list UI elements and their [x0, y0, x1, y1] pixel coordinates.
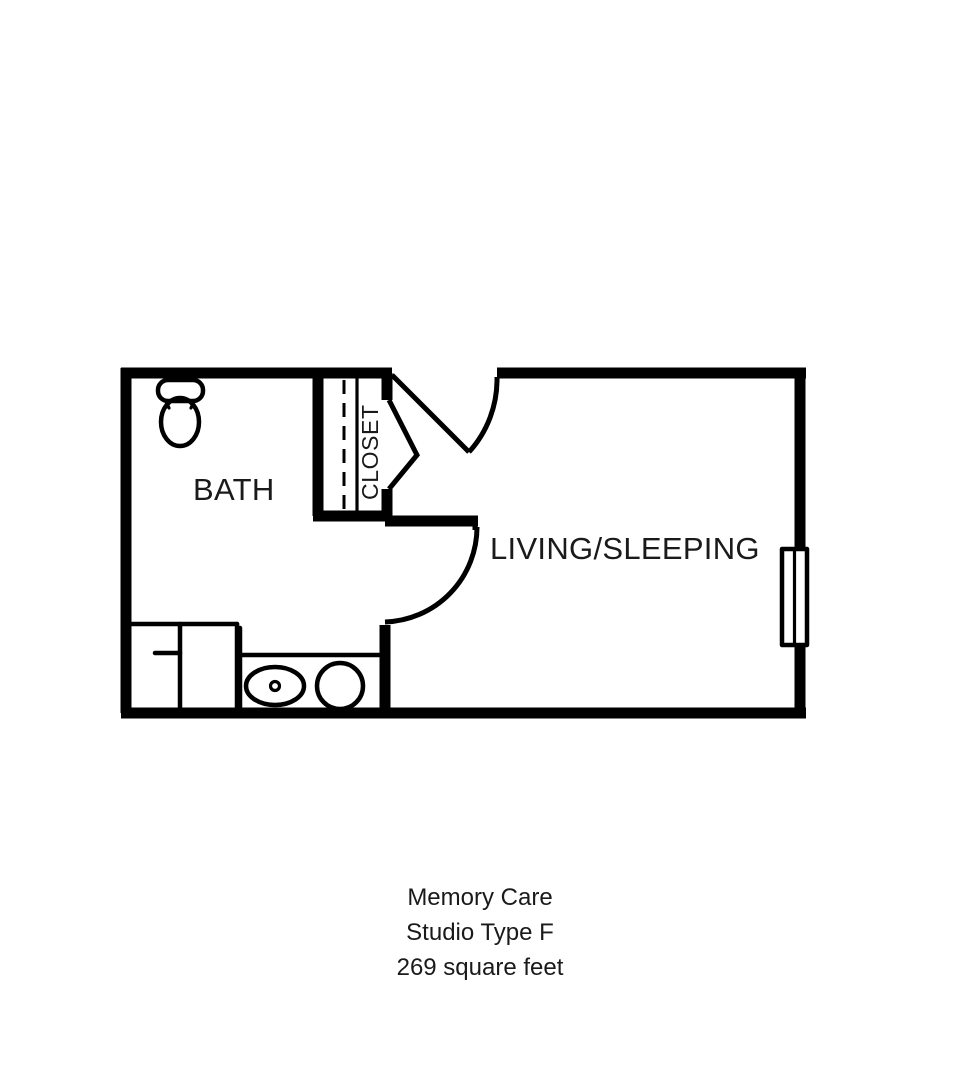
- room-label-closet: CLOSET: [357, 404, 383, 500]
- plan-caption: Memory Care Studio Type F 269 square fee…: [0, 880, 960, 985]
- sink-drain: [268, 679, 282, 693]
- window: [779, 546, 810, 648]
- caption-line-community: Memory Care: [407, 884, 553, 911]
- room-label-bath: BATH: [193, 472, 275, 507]
- oval-sink: [243, 664, 307, 708]
- toilet-fixture: [155, 377, 206, 449]
- caption-line-area: 269 square feet: [396, 954, 564, 981]
- shower-enclosure: [123, 621, 240, 716]
- entry-door: [390, 373, 500, 454]
- caption-line-unit-type: Studio Type F: [406, 919, 554, 946]
- vanity-counter: [237, 625, 385, 716]
- round-basin: [314, 660, 366, 712]
- room-label-living: LIVING/SLEEPING: [490, 531, 760, 566]
- bathroom-door: [384, 523, 480, 625]
- closet-bifold-door: [386, 398, 420, 491]
